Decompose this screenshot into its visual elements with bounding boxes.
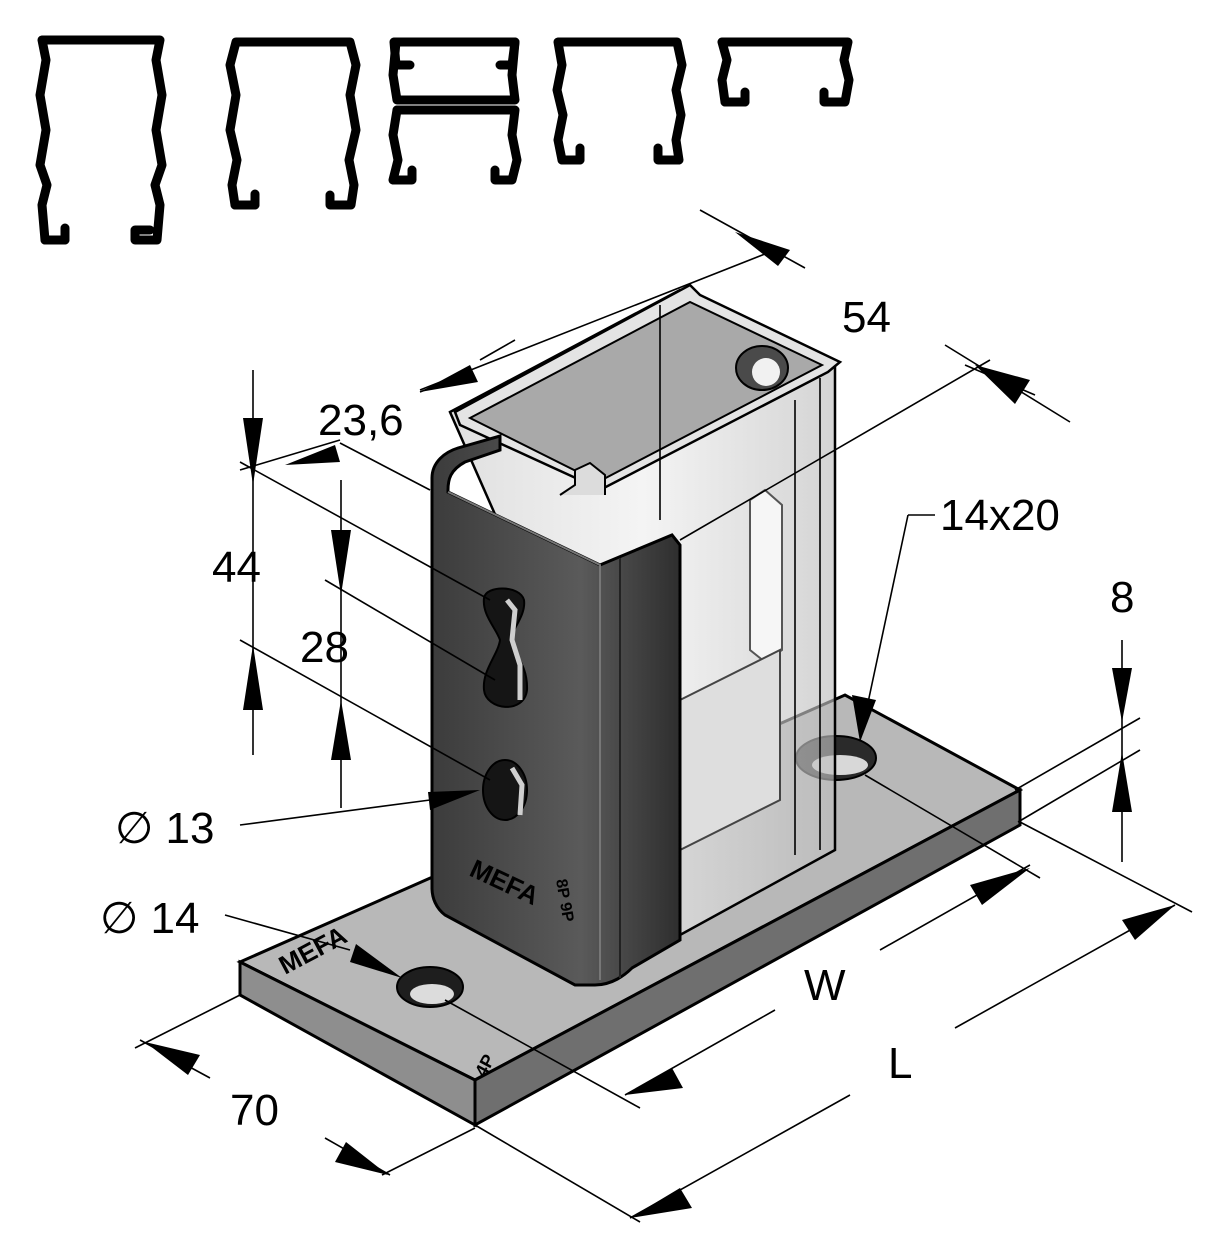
profile-c-channel-low	[717, 37, 854, 107]
dim-54-label: 54	[842, 293, 891, 342]
profile-c-channel-medium	[225, 37, 361, 210]
dim-44: 44	[212, 370, 491, 781]
dim-diameter-14: ∅ 14	[100, 894, 402, 978]
dim-14x20-label: 14x20	[940, 491, 1060, 540]
dim-8: 8	[1014, 573, 1141, 862]
profile-c-channel-tall	[35, 35, 167, 245]
dim-70-label: 70	[230, 1086, 279, 1135]
profile-double-c-channel	[388, 37, 522, 185]
dim-w-label: W	[804, 961, 846, 1010]
dim-w: W	[444, 774, 1041, 1109]
dim-54: 54	[419, 209, 1071, 541]
dim-14x20: 14x20	[852, 491, 1060, 742]
dim-diameter-14-label: ∅ 14	[100, 894, 200, 943]
dim-23-6-label: 23,6	[318, 396, 404, 445]
bracket: MEFA 8P 9P	[430, 434, 682, 987]
dim-diameter-13: ∅ 13	[115, 790, 480, 853]
dim-28: 28	[300, 480, 496, 808]
dim-44-label: 44	[212, 543, 261, 592]
dim-l-label: L	[888, 1039, 912, 1088]
dim-l: L	[474, 821, 1193, 1223]
dim-23-6: 23,6	[239, 339, 516, 491]
profile-c-channel-short	[552, 37, 687, 165]
dim-8-label: 8	[1110, 573, 1134, 622]
dim-diameter-13-label: ∅ 13	[115, 804, 215, 853]
dim-70: 70	[134, 994, 476, 1176]
dim-28-label: 28	[300, 623, 349, 672]
